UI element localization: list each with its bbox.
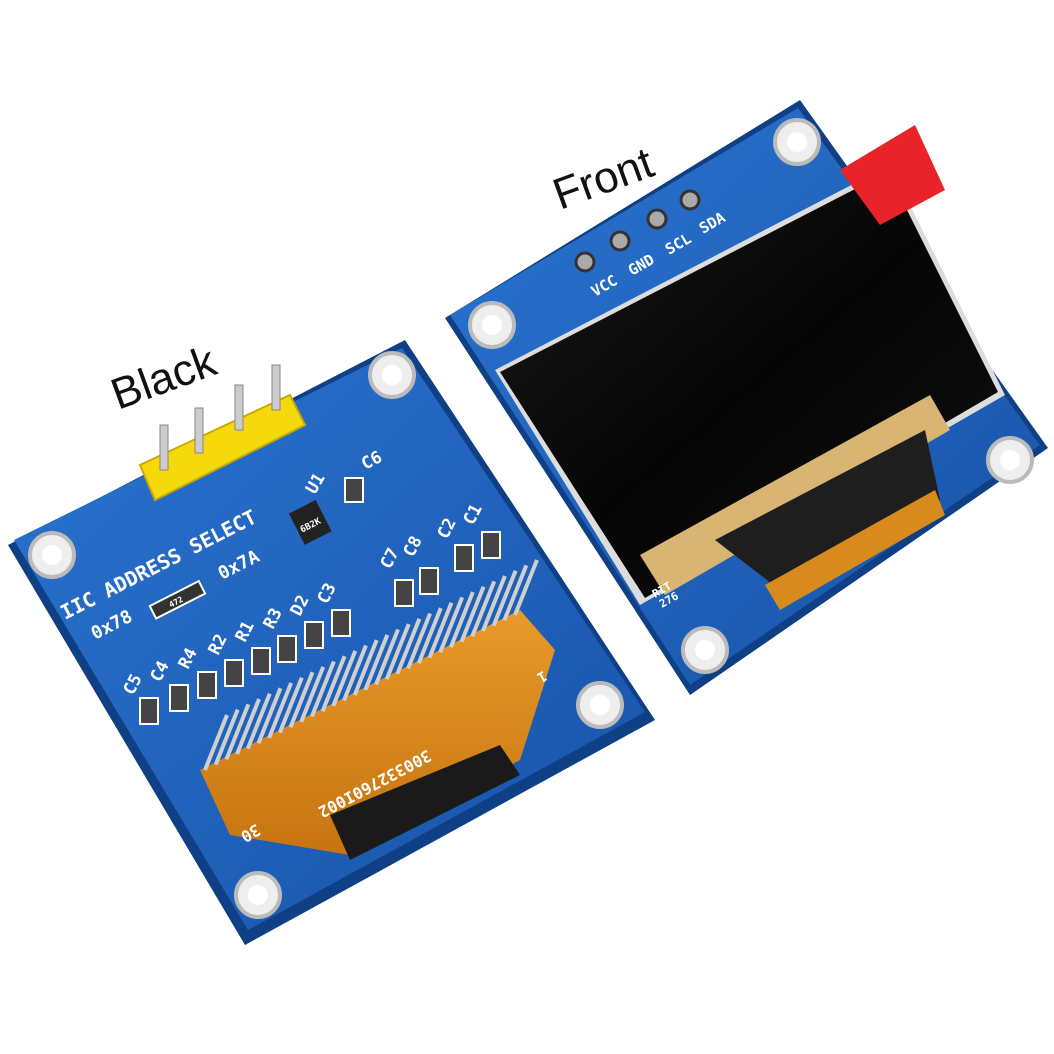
res-r1 xyxy=(251,647,271,675)
res-r3 xyxy=(277,635,297,663)
flex-contact-finger xyxy=(320,655,347,712)
flex-contact-finger xyxy=(502,564,529,622)
flex-contact-finger xyxy=(470,580,497,638)
header-pin xyxy=(194,407,204,454)
flex-contact-finger xyxy=(491,569,518,627)
mounting-hole-center xyxy=(248,885,268,905)
flex-contact-finger xyxy=(438,596,465,654)
mounting-hole-center xyxy=(590,695,610,715)
front-board: VCC GND SCL SDA RIT 276 xyxy=(445,100,1048,695)
mounting-hole-center xyxy=(42,545,62,565)
flex-contact-finger xyxy=(374,628,400,686)
flex-contact-finger xyxy=(245,692,272,750)
pin-hole-sda xyxy=(679,189,701,211)
flex-contact-finger xyxy=(363,634,390,691)
flex-contact-finger xyxy=(277,676,304,734)
flex-contact-finger xyxy=(513,559,539,616)
flex-contact-finger xyxy=(352,639,379,696)
pin-holes xyxy=(574,189,701,273)
flex-contact-finger xyxy=(288,671,315,728)
pin-hole-scl xyxy=(646,208,668,230)
mounting-hole-center xyxy=(382,365,402,385)
mounting-holes xyxy=(28,351,624,919)
flex-contact-finger xyxy=(459,585,486,643)
cap-c8 xyxy=(419,567,439,595)
mounting-hole-center xyxy=(482,315,502,335)
back-board: 6B2K 472 IIC ADDRESS SELECT 0x78 0x7A U1… xyxy=(8,340,655,945)
oled-screen xyxy=(500,172,998,598)
mounting-hole-center xyxy=(787,132,807,152)
flex-cable: 300332760I002 30 1 xyxy=(200,559,555,860)
flex-contact-finger xyxy=(310,660,336,718)
header-pin xyxy=(159,424,169,471)
flex-connector xyxy=(330,745,520,860)
flex-contact-finger xyxy=(213,708,240,766)
cap-c7 xyxy=(394,579,414,607)
protective-film-tab xyxy=(840,125,945,225)
cap-c4 xyxy=(169,684,189,712)
flex-contact-finger xyxy=(342,644,368,702)
flex-cable-body xyxy=(200,610,555,855)
cap-c1 xyxy=(481,531,501,559)
flex-contact-finger xyxy=(449,591,475,648)
cap-c5 xyxy=(139,697,159,725)
ic-u1 xyxy=(288,500,332,545)
mounting-hole-center xyxy=(695,640,715,660)
cap-c3 xyxy=(331,609,351,637)
flex-contact-finger xyxy=(406,612,432,670)
screen-flex-connector xyxy=(715,430,940,590)
flex-contact-finger xyxy=(256,687,283,745)
cap-c6 xyxy=(344,477,364,503)
flex-contact-fingers xyxy=(203,559,539,771)
res-r4 xyxy=(197,671,217,699)
flex-contact-finger xyxy=(416,607,443,664)
pin-hole-vcc xyxy=(574,251,596,273)
cap-c2 xyxy=(454,544,474,572)
address-resistor xyxy=(148,579,207,620)
flex-contact-finger xyxy=(384,623,411,680)
flex-contact-finger xyxy=(224,703,251,761)
mounting-hole-center xyxy=(1000,450,1020,470)
flex-contact-finger xyxy=(299,666,326,723)
flex-contact-finger xyxy=(427,602,454,659)
flex-contact-finger xyxy=(267,682,293,739)
screen-flex-tab xyxy=(765,490,945,610)
flex-contact-finger xyxy=(203,714,229,771)
flex-contact-finger xyxy=(481,575,507,632)
pin-hole-gnd xyxy=(609,230,631,252)
diode-d2 xyxy=(304,621,324,649)
flex-contact-finger xyxy=(395,618,422,675)
flex-contact-finger xyxy=(235,698,261,755)
smd-components: 6B2K 472 xyxy=(139,477,501,725)
flex-contact-finger xyxy=(331,650,358,707)
header-pin xyxy=(271,364,281,411)
header-pin xyxy=(234,384,244,431)
back-side-label: Black xyxy=(105,336,224,419)
screen-flex-bond xyxy=(640,395,950,595)
res-r2 xyxy=(224,659,244,687)
pin-header xyxy=(138,364,307,502)
